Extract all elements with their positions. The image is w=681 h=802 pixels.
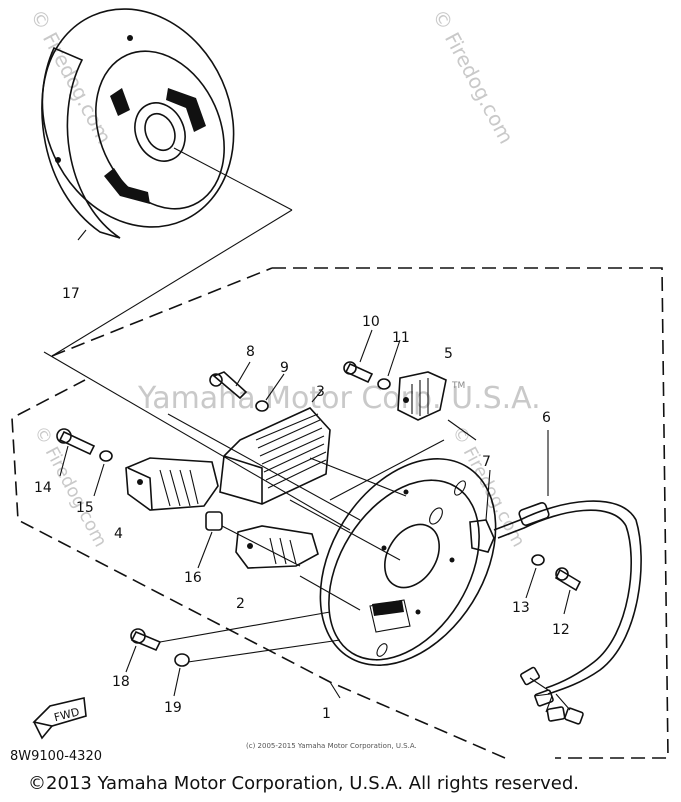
callout-15: 15	[76, 500, 94, 516]
callout-19: 19	[164, 700, 182, 716]
screw-8	[209, 361, 251, 400]
callout-17: 17	[62, 286, 80, 302]
screw-14	[56, 428, 96, 477]
callout-4: 4	[114, 526, 123, 542]
watermark-center: Yamaha Motor Corp. U.S.A.	[137, 381, 541, 416]
callout-7: 7	[482, 454, 491, 470]
small-copyright: (c) 2005-2015 Yamaha Motor Corporation, …	[246, 742, 417, 750]
washer-19	[173, 653, 190, 697]
washer-11	[377, 339, 401, 390]
clamp-7	[469, 469, 495, 553]
stator-plate	[319, 458, 497, 666]
callout-9: 9	[280, 360, 289, 376]
callout-13: 13	[512, 600, 530, 616]
footer-copyright: ©2013 Yamaha Motor Corporation, U.S.A. A…	[28, 773, 580, 794]
screw-10	[343, 329, 374, 384]
washer-9	[255, 373, 285, 412]
callout-1: 1	[322, 706, 331, 722]
callout-10: 10	[362, 314, 380, 330]
tm-mark: TM	[451, 381, 465, 391]
flywheel-rotor-17	[41, 8, 293, 357]
washer-15	[93, 450, 113, 497]
watermark-top-right: © Firedog.com	[428, 5, 519, 148]
callout-2: 2	[236, 596, 245, 612]
callout-6: 6	[542, 410, 551, 426]
screw-12	[554, 567, 582, 615]
callout-8: 8	[246, 344, 255, 360]
fwd-label: FWD	[53, 705, 81, 724]
watermark-top-left: © Firedog.com	[26, 5, 117, 148]
washer-13	[525, 554, 545, 599]
pulser-coil-4	[125, 457, 219, 511]
callout-14: 14	[34, 480, 52, 496]
callout-12: 12	[552, 622, 570, 638]
callout-11: 11	[392, 330, 410, 346]
callout-18: 18	[112, 674, 130, 690]
callout-16: 16	[184, 570, 202, 586]
wire-harness-6	[493, 430, 642, 725]
source-coil-5	[397, 371, 447, 421]
charge-coil-3	[219, 389, 331, 505]
diagram-code: 8W9100-4320	[10, 749, 102, 764]
screw-18	[125, 628, 162, 673]
callout-3: 3	[316, 384, 325, 400]
lighting-coil-2	[235, 525, 319, 569]
assembly-guide-lines	[43, 351, 477, 699]
spacer-16	[197, 511, 223, 569]
fwd-arrow-icon: FWD	[32, 697, 87, 740]
assembly-boundary	[11, 267, 669, 759]
callout-5: 5	[444, 346, 453, 362]
